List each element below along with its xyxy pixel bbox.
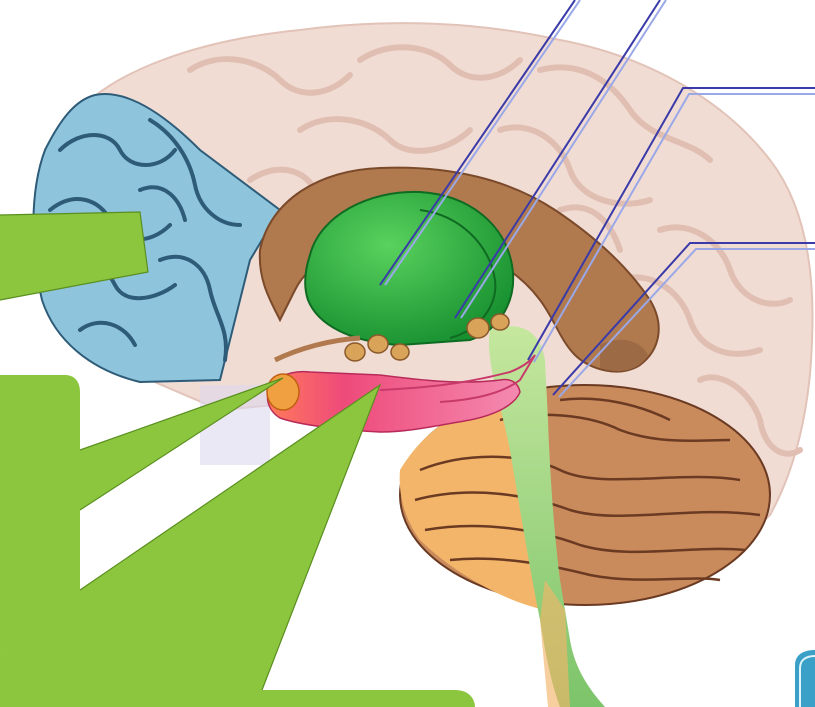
amygdala: [267, 374, 299, 410]
